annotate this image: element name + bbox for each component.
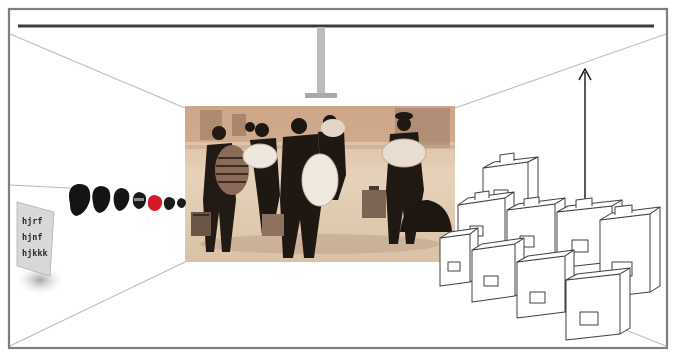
hat-icon	[69, 184, 90, 216]
central-photograph	[185, 106, 455, 262]
hat-icon	[164, 197, 175, 210]
suitcase	[517, 250, 574, 318]
suitcase	[566, 268, 630, 340]
hat-icon	[133, 192, 146, 209]
text-panel: hjrf hjnf hjkkk	[14, 202, 66, 296]
up-arrow-icon	[579, 69, 591, 210]
projector-mount	[305, 27, 337, 98]
suitcase	[472, 238, 524, 302]
suitcase-stack	[440, 153, 660, 340]
hat-icon	[177, 198, 186, 208]
panel-line-1: hjrf	[22, 216, 42, 227]
hat-row	[69, 184, 186, 216]
red-hat-icon	[148, 195, 162, 211]
hat-icon	[92, 186, 110, 213]
panel-line-3: hjkkk	[22, 248, 48, 259]
panel-line-2: hjnf	[22, 232, 42, 243]
hat-icon	[114, 188, 130, 211]
